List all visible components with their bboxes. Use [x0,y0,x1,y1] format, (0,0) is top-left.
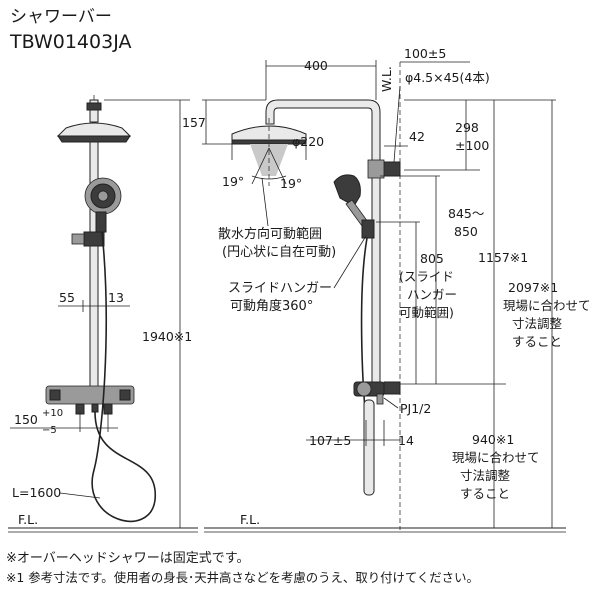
lower-pipe [363,399,375,496]
adj-note-2-lower: 寸法調整 [460,468,511,483]
mixer-body-front [45,385,135,405]
hanger-leader [333,235,367,289]
hand-shower-side [333,174,361,207]
dim-805-line1: (スライド [399,269,454,284]
overhead-shower-side [231,125,307,141]
wall-line-label: W.L. [379,66,394,92]
dim-400: 400 [304,58,328,73]
hand-shower-handle [95,211,107,233]
dim-150: 150 [14,412,38,427]
head-stem [89,99,99,123]
angle-line-right [268,147,287,185]
product-title: シャワーバー [10,7,112,27]
mixer-handle-right [119,389,131,401]
spray-range-line1: 散水方向可動範囲 [218,226,322,242]
floor-label-side: F.L. [240,512,260,527]
dim-845-b: 850 [454,224,478,239]
dim-157: 157 [182,115,206,130]
head-diameter: φ220 [292,134,324,149]
head-nut [86,102,102,111]
dim-150-tol-minus: −5 [42,425,57,436]
dim-1940: 1940※1 [142,329,192,344]
lower-wall-bracket [383,381,401,395]
adj-note-1-upper: 現場に合わせて [503,298,591,313]
angle-right: 19° [280,176,302,191]
dim-805: 805 [420,251,444,266]
hose-length: L=1600 [12,485,61,500]
pipe-thread: PJ1/2 [400,401,431,416]
dim-1157: 1157※1 [478,250,528,265]
hose-leader [59,492,101,499]
dim-2097: 2097※1 [508,280,558,295]
dim-42: 42 [409,129,425,144]
mixer-knob-side [356,381,372,397]
spray-range-leader [261,177,269,227]
side-view: 19° 19° φ220 157 400 W.L. 100±5 φ4.5×45(… [182,46,591,533]
overhead-arm [265,99,381,171]
dim-805-line3: 可動範囲) [399,305,454,320]
slide-hanger-front [83,231,105,247]
dim-13: 13 [108,290,124,305]
dim-298-a: 298 [455,120,479,135]
slide-hanger-side [361,219,375,239]
dim-100: 100±5 [404,46,446,61]
adj-note-3-lower: すること [460,486,510,501]
floor-label-front: F.L. [18,512,38,527]
upper-bracket-clamp [367,159,385,179]
dim-107: 107±5 [309,433,351,448]
adj-note-2-upper: 寸法調整 [512,316,563,331]
mixer-handle-left [49,389,61,401]
screw-spec: φ4.5×45(4本) [405,70,490,85]
shower-hose [91,231,156,523]
adj-note-1-lower: 現場に合わせて [452,450,540,465]
dim-845-a: 845～ [448,206,484,221]
mixer-outlet [91,403,99,413]
pipe-thread-leader [383,397,399,409]
dim-55: 55 [59,290,75,305]
overhead-shower-front [57,135,131,143]
model-number: TBW01403JA [9,31,131,53]
angle-line-left [251,147,270,185]
hanger-line2: 可動角度360° [230,298,313,314]
note-reference-dimensions: ※1 参考寸法です。使用者の身長･天井高さなどを考慮のうえ、取り付けてください。 [6,570,479,585]
dim-298-b: ±100 [455,138,489,153]
dim-940: 940※1 [472,432,514,447]
front-view: 55 13 150 +10 −5 L=1600 1940※1 F.L. [8,95,198,533]
screw-leader [393,85,401,163]
adj-note-3-upper: すること [512,334,562,349]
note-fixed-overhead: ※オーバーヘッドシャワーは固定式です。 [6,551,249,566]
mixer-inlet-side [376,393,384,405]
dim-805-line2: ハンガー [407,287,457,302]
spray-range-line2: (円心状に自在可動) [222,245,336,260]
angle-left: 19° [222,174,244,189]
hand-shower-center [97,190,109,202]
dim-14: 14 [398,433,414,448]
slide-hanger-knob [71,233,85,245]
riser-pipe-side [371,169,381,386]
angle-arc [251,175,287,180]
dim-150-tol-plus: +10 [42,408,63,419]
hanger-line1: スライドハンガー [228,281,332,296]
overhead-shower-top [56,122,132,137]
